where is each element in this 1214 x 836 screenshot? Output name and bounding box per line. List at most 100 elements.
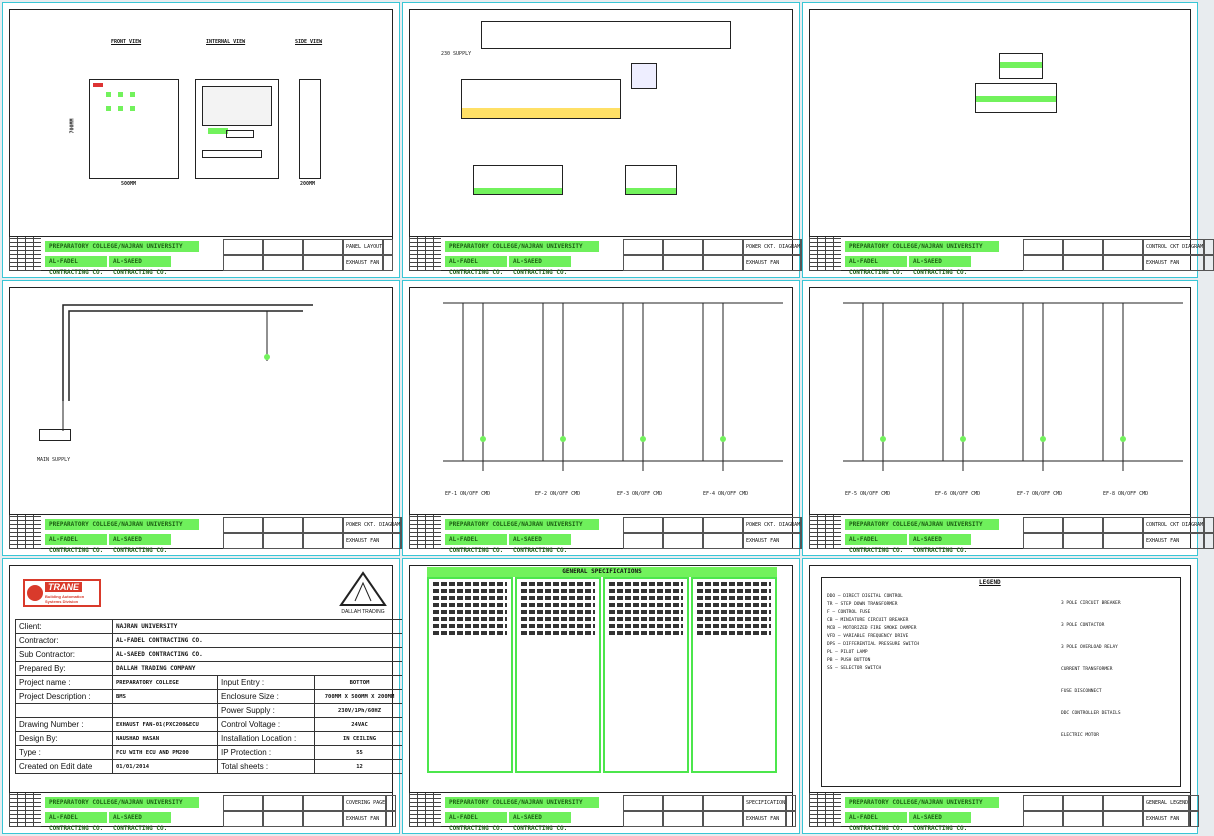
fan-label-2: EF-2 ON/OFF CMD [535, 491, 581, 497]
sheet-control-ckt-2[interactable]: EF-5 ON/OFF CMD EF-6 ON/OFF CMD EF-7 ON/… [802, 280, 1214, 556]
lamp-marker [560, 436, 566, 442]
cover-value-2: 230V/1Ph/60HZ [314, 703, 405, 718]
legend-item: F — CONTROL FUSE [827, 610, 871, 615]
cover-label: Client: [15, 619, 113, 634]
title-block: PREPARATORY COLLEGE/NAJRAN UNIVERSITY AL… [9, 514, 412, 554]
cover-label-2: Enclosure Size : [217, 689, 315, 704]
project-band: PREPARATORY COLLEGE/NAJRAN UNIVERSITY [45, 241, 199, 252]
legend-item: TR — STEP DOWN TRANSFORMER [827, 602, 898, 607]
sub-contractor-band: AL-SAEED CONTRACTING CO. [509, 534, 571, 554]
fan-label-7: EF-7 ON/OFF CMD [1017, 491, 1063, 497]
cover-row: Prepared By:DALLAH TRADING COMPANY [15, 661, 405, 676]
project-band: PREPARATORY COLLEGE/NAJRAN UNIVERSITY [445, 519, 599, 530]
sheet-power-ckt-3[interactable]: EF-1 ON/OFF CMD EF-2 ON/OFF CMD EF-3 ON/… [402, 280, 812, 556]
spec-column-3 [603, 577, 689, 773]
spec-column-2 [515, 577, 601, 773]
panel-internal-drawing [195, 79, 279, 179]
sub-contractor-band: AL-SAEED CONTRACTING CO. [109, 256, 171, 276]
cover-row: Power Supply :230V/1Ph/60HZ [15, 703, 405, 718]
supply-label: 230 SUPPLY [441, 51, 472, 57]
terminal-strip-top [481, 21, 731, 49]
wiring-svg [62, 304, 313, 431]
contractor-band: AL-FADEL CONTRACTING CO. [45, 812, 107, 832]
spec-column-1 [427, 577, 513, 773]
equipment-label: EXHAUST FAN [1143, 255, 1205, 271]
panel-front-drawing [89, 79, 179, 179]
lamp-marker [480, 436, 486, 442]
cover-value-2: 700MM X 500MM X 200MM [314, 689, 405, 704]
sheet-title: COVERING PAGE [343, 795, 387, 811]
legend-symbol-item: 3 POLE CONTACTOR [1061, 623, 1105, 628]
cover-label-2: Control Voltage : [217, 717, 315, 732]
cover-value-2: IN CEILING [314, 731, 405, 746]
sheet-power-ckt-2[interactable]: MAIN SUPPLY PREPARATORY COLLEGE/NAJRAN U… [2, 280, 412, 556]
internal-view-title: INTERNAL VIEW [206, 39, 246, 45]
legend-item: MCB — MOTORIZED FIRE SMOKE DAMPER [827, 626, 917, 631]
sub-contractor-band: AL-SAEED CONTRACTING CO. [109, 534, 171, 554]
cover-label-2: Power Supply : [217, 703, 315, 718]
contractor-band: AL-FADEL CONTRACTING CO. [445, 534, 507, 554]
sheet-title: POWER CKT. DIAGRAM [743, 239, 802, 255]
sheet-specification[interactable]: GENERAL SPECIFICATIONS PREPARATORY COLLE… [402, 558, 800, 834]
front-view-title: FRONT VIEW [111, 39, 142, 45]
sub-contractor-band: AL-SAEED CONTRACTING CO. [909, 534, 971, 554]
project-band: PREPARATORY COLLEGE/NAJRAN UNIVERSITY [45, 519, 199, 530]
spec-column-4 [691, 577, 777, 773]
dallah-triangle-icon [339, 571, 387, 606]
cover-label-2: Input Entry : [217, 675, 315, 690]
cover-label: Design By: [15, 731, 113, 746]
title-block: PREPARATORY COLLEGE/NAJRAN UNIVERSITY AL… [809, 236, 1214, 276]
dallah-logo: DALLAH TRADING [337, 571, 389, 615]
cover-label: Created on Edit date [15, 759, 113, 774]
sheet-control-ckt-1[interactable]: PREPARATORY COLLEGE/NAJRAN UNIVERSITY AL… [802, 2, 1214, 278]
dim-depth-label: 200MM [300, 181, 316, 187]
cover-value-2: 24VAC [314, 717, 405, 732]
fan-label-6: EF-6 ON/OFF CMD [935, 491, 981, 497]
sheet-cover-page[interactable]: TRANE Building Automation Systems Divisi… [2, 558, 405, 834]
sheet-title: GENERAL LEGEND [1143, 795, 1190, 811]
ladder-svg [443, 302, 783, 471]
cover-value-2: 12 [314, 759, 405, 774]
title-block: PREPARATORY COLLEGE/NAJRAN UNIVERSITY AL… [9, 236, 394, 276]
legend-symbol-item: 3 POLE CIRCUIT BREAKER [1061, 601, 1121, 606]
title-block: PREPARATORY COLLEGE/NAJRAN UNIVERSITY AL… [409, 514, 812, 554]
spec-header: GENERAL SPECIFICATIONS [427, 567, 777, 577]
sheet-power-ckt-1[interactable]: 230 SUPPLY PREPARATORY COLLEGE/NAJRAN UN… [402, 2, 812, 278]
legend-symbol-item: ELECTRIC MOTOR [1061, 733, 1099, 738]
cover-value: DALLAH TRADING COMPANY [112, 661, 405, 676]
equipment-label: EXHAUST FAN [343, 811, 387, 827]
cover-value-2: BOTTOM [314, 675, 405, 690]
sheet-title: POWER CKT. DIAGRAM [343, 517, 402, 533]
legend-item: VFD — VARIABLE FREQUENCY DRIVE [827, 634, 909, 639]
sub-contractor-band: AL-SAEED CONTRACTING CO. [909, 812, 971, 832]
fan-label-3: EF-3 ON/OFF CMD [617, 491, 663, 497]
cover-label: Sub Contractor: [15, 647, 113, 662]
cover-label-2: Installation Location : [217, 731, 315, 746]
equipment-label: EXHAUST FAN [1143, 811, 1190, 827]
contractor-band: AL-FADEL CONTRACTING CO. [45, 534, 107, 554]
title-block: PREPARATORY COLLEGE/NAJRAN UNIVERSITY AL… [409, 236, 812, 276]
cover-value: BMS [112, 689, 218, 704]
sheet-panel-layout[interactable]: FRONT VIEW INTERNAL VIEW SIDE VIEW 700MM… [2, 2, 400, 278]
cover-value: 01/01/2014 [112, 759, 218, 774]
fan-label-4: EF-4 ON/OFF CMD [703, 491, 749, 497]
lamp-marker [880, 436, 886, 442]
lamp-marker [640, 436, 646, 442]
cover-value: PREPARATORY COLLEGE [112, 675, 218, 690]
sub-contractor-band: AL-SAEED CONTRACTING CO. [909, 256, 971, 276]
contractor-band: AL-FADEL CONTRACTING CO. [845, 256, 907, 276]
relay-module-bottom [975, 83, 1057, 113]
cover-row: Drawing Number :EXHAUST FAN-01(PXC200&EC… [15, 717, 405, 732]
equipment-label: EXHAUST FAN [343, 533, 402, 549]
cover-value: EXHAUST FAN-01(PXC200&ECU [112, 717, 218, 732]
supply-terminal [39, 429, 71, 441]
trane-logo: TRANE Building Automation Systems Divisi… [23, 579, 101, 607]
lamp-marker [960, 436, 966, 442]
io-module-a [473, 165, 563, 195]
